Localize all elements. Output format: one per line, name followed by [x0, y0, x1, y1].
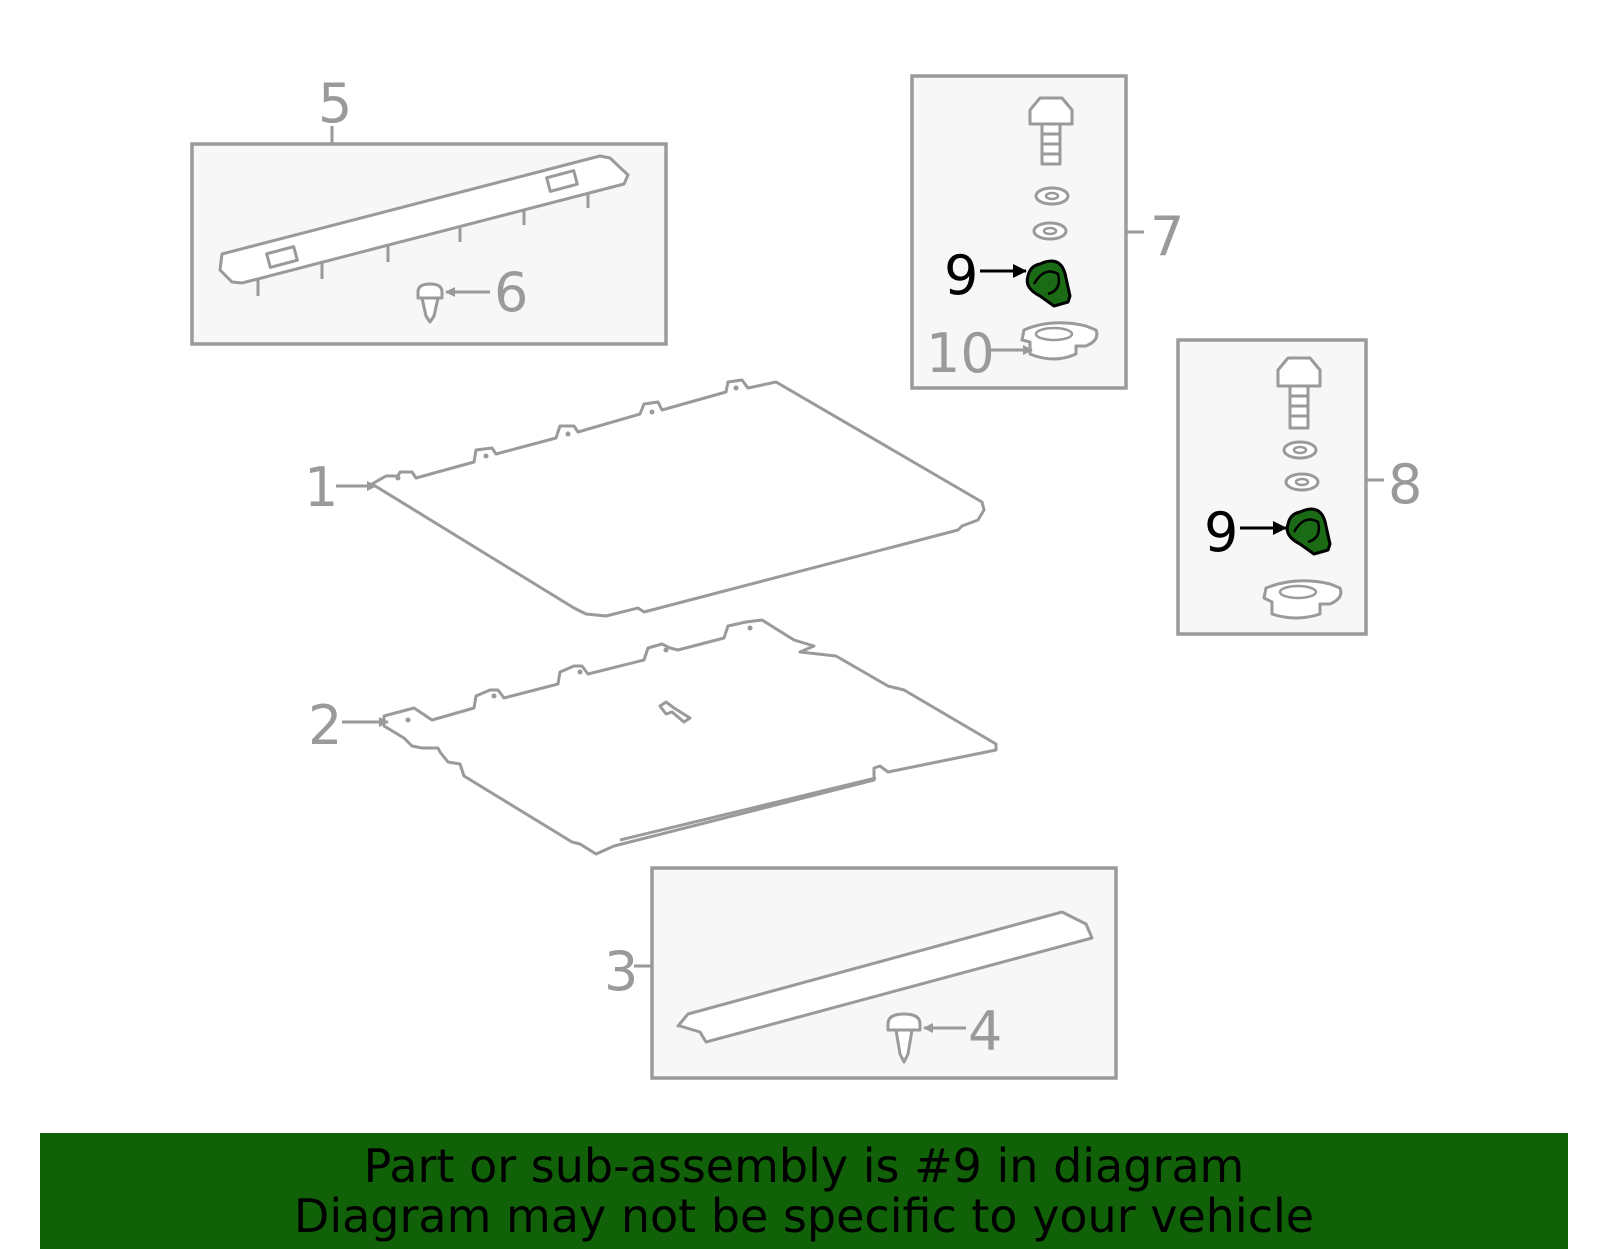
bolt-7-part: [1028, 96, 1074, 166]
washer-8a-part: [1282, 440, 1318, 460]
banner-line-1: Part or sub-assembly is #9 in diagram: [363, 1139, 1245, 1193]
bolt-8-part: [1276, 356, 1322, 430]
washer-8b-part: [1284, 472, 1320, 492]
callout-9-lower: 9: [1204, 501, 1238, 564]
clip-6-part: [416, 282, 444, 324]
nut-10-part: [1020, 321, 1099, 361]
callout-4: 4: [968, 1000, 1002, 1063]
washer-7a-part: [1034, 186, 1070, 206]
callout-3: 3: [604, 940, 638, 1003]
callout-8: 8: [1388, 453, 1422, 516]
sill-plate-part: [676, 910, 1094, 1044]
part-1-floor-panel: 1: [304, 378, 986, 618]
banner-line-2: Diagram may not be specific to your vehi…: [293, 1189, 1315, 1243]
callout-9-upper: 9: [944, 244, 978, 307]
callout-5: 5: [318, 72, 352, 135]
callout-2: 2: [308, 694, 342, 757]
callout-10: 10: [926, 322, 995, 385]
grommet-9-part-a: [1025, 259, 1072, 308]
part-2-floor-board: 2: [308, 618, 998, 856]
group-8-fastener-kit: 8 9: [1176, 338, 1422, 636]
nut-8-part: [1262, 579, 1343, 620]
group-3-sill-plate: 3 4: [604, 866, 1118, 1080]
info-banner: Part or sub-assembly is #9 in diagram Di…: [40, 1133, 1568, 1249]
callout-1: 1: [304, 456, 338, 519]
washer-7b-part: [1032, 221, 1068, 241]
grommet-9-part-b: [1285, 507, 1332, 556]
group-5-trim-panel: 5 6: [190, 72, 668, 346]
callout-6: 6: [494, 261, 528, 324]
clip-4-part: [886, 1012, 922, 1064]
callout-7: 7: [1150, 205, 1184, 268]
trim-panel-part: [218, 154, 630, 296]
group-7-fastener-kit: 7 9 10: [910, 74, 1184, 390]
